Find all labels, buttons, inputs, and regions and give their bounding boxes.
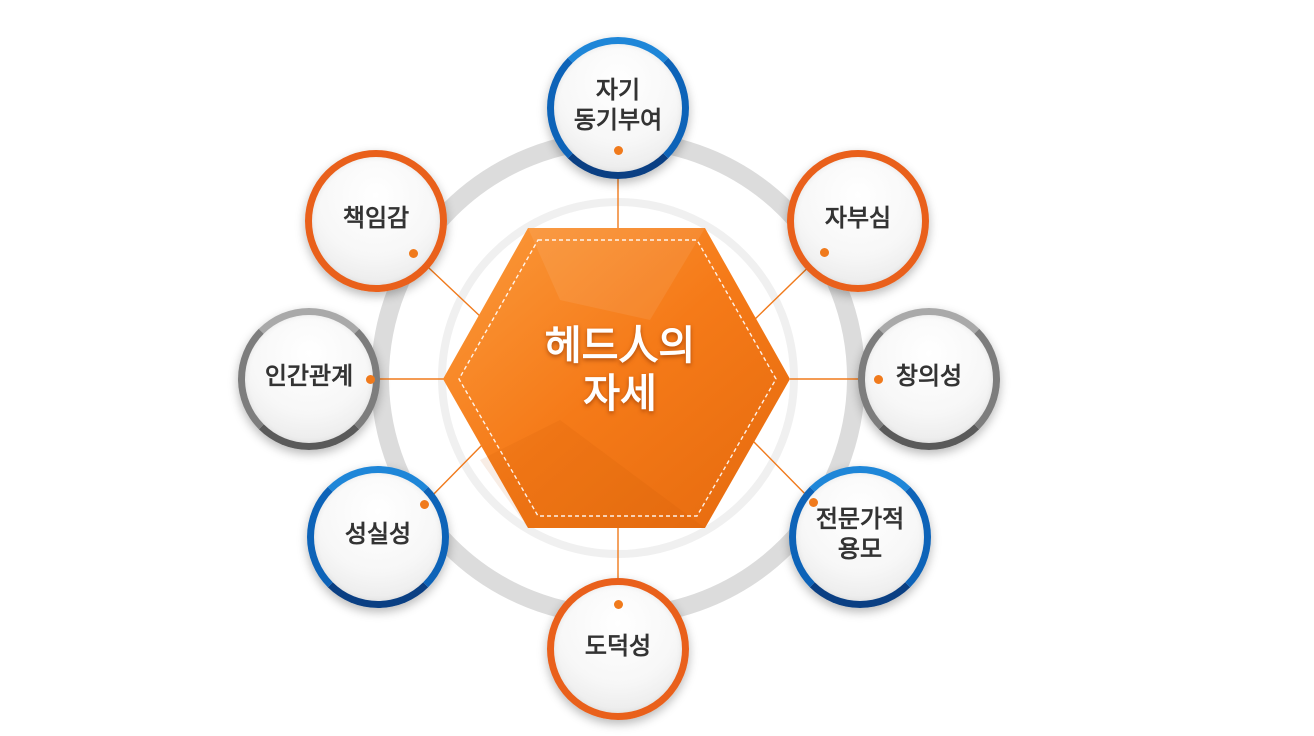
connector-dot-relations [366, 375, 375, 384]
connector-dot-morality [614, 600, 623, 609]
connector-dot-motivation [614, 146, 623, 155]
node-label-creativity: 창의성 [895, 362, 963, 390]
node-label-relations: 인간관계 [264, 362, 354, 390]
hexagon-facet-top [528, 228, 705, 320]
hexagon-facet-bottom [480, 420, 705, 528]
center-title: 헤드人의 자세 [544, 323, 696, 417]
node-relations: 인간관계 [238, 308, 380, 450]
node-label-motivation: 자기 동기부여 [573, 76, 663, 134]
node-responsibility: 책임감 [305, 150, 447, 292]
node-label-pride: 자부심 [824, 204, 892, 232]
connector-dot-pride [820, 248, 829, 257]
center-hexagon [443, 228, 790, 528]
connector-dot-creativity [874, 375, 883, 384]
node-sincerity: 성실성 [307, 466, 449, 608]
node-motivation: 자기 동기부여 [547, 37, 689, 179]
node-professional: 전문가적 용모 [789, 466, 931, 608]
node-label-sincerity: 성실성 [344, 520, 412, 548]
hexagon-dashed-border [458, 239, 777, 517]
node-label-professional: 전문가적 용모 [815, 505, 905, 563]
connector-line-professional [751, 439, 814, 503]
node-pride: 자부심 [787, 150, 929, 292]
connector-dot-responsibility [409, 249, 418, 258]
connector-dot-professional [809, 498, 818, 507]
node-label-morality: 도덕성 [584, 632, 652, 660]
node-label-responsibility: 책임감 [342, 204, 410, 232]
connector-dot-sincerity [420, 500, 429, 509]
